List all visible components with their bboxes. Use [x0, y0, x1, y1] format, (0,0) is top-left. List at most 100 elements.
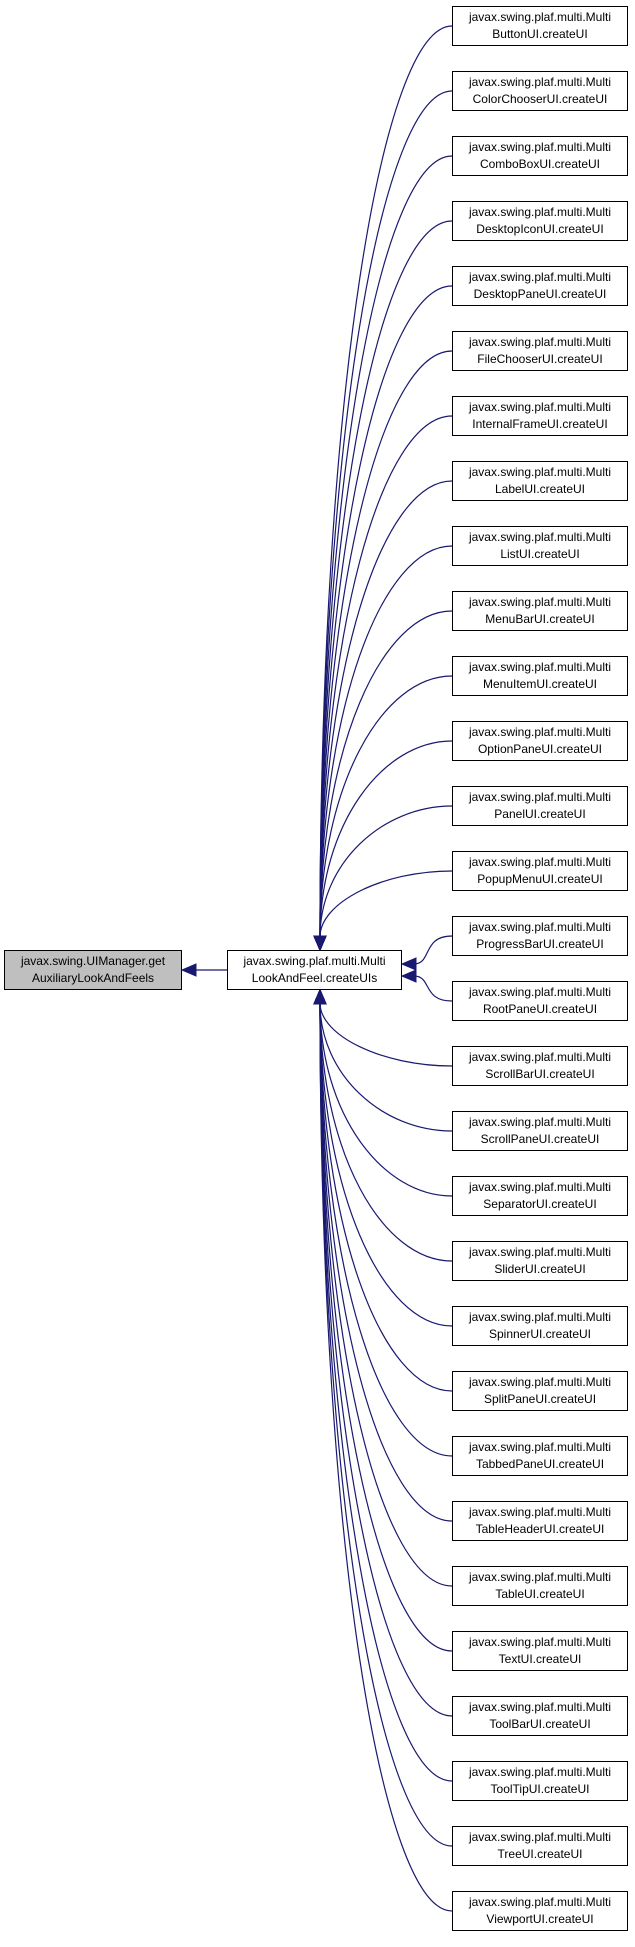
caller-node-line2: ComboBoxUI.createUI — [479, 157, 601, 171]
edge-caller-8-to-center — [319, 545, 453, 938]
caller-node-line2: FileChooserUI.createUI — [477, 352, 603, 366]
caller-node-line2: ToolBarUI.createUI — [489, 1717, 591, 1731]
caller-node-line2: ScrollPaneUI.createUI — [480, 1132, 600, 1146]
caller-node-line1: javax.swing.plaf.multi.Multi — [468, 400, 612, 414]
caller-node-line2: SpinnerUI.createUI — [488, 1327, 592, 1341]
caller-node-line2: ToolTipUI.createUI — [490, 1782, 590, 1796]
focus-node-line2: AuxiliaryLookAndFeels — [31, 971, 155, 985]
center-node-line2: LookAndFeel.createUIs — [251, 971, 378, 985]
edge-caller-29-arrowhead — [313, 988, 327, 1005]
edge-caller-9-to-center — [319, 610, 453, 938]
edge-caller-29-to-center — [319, 1002, 453, 1912]
focus-node-line1: javax.swing.UIManager.get — [20, 954, 166, 968]
edge-caller-3-to-center — [319, 220, 453, 938]
edge-center-to-focus-arrowhead — [180, 963, 197, 977]
caller-node-line2: InternalFrameUI.createUI — [472, 417, 608, 431]
edge-caller-20-to-center — [319, 1002, 453, 1327]
caller-node-line1: javax.swing.plaf.multi.Multi — [468, 1635, 612, 1649]
edge-caller-23-to-center — [319, 1002, 453, 1522]
edge-caller-13-to-center — [319, 870, 453, 938]
caller-node-line2: PanelUI.createUI — [494, 807, 586, 821]
edge-caller-15-to-center — [413, 975, 453, 1002]
caller-node-line1: javax.swing.plaf.multi.Multi — [468, 920, 612, 934]
center-node-multilookandfeel-createuis[interactable]: javax.swing.plaf.multi.Multi LookAndFeel… — [227, 950, 402, 990]
caller-node-line1: javax.swing.plaf.multi.Multi — [468, 1765, 612, 1779]
caller-node-line1: javax.swing.plaf.multi.Multi — [468, 660, 612, 674]
caller-node-line1: javax.swing.plaf.multi.Multi — [468, 1310, 612, 1324]
caller-node-line1: javax.swing.plaf.multi.Multi — [468, 1440, 612, 1454]
edge-caller-12-to-center — [319, 805, 453, 938]
caller-node-line2: LabelUI.createUI — [494, 482, 586, 496]
caller-node-line2: TreeUI.createUI — [497, 1847, 583, 1861]
caller-node-line2: SplitPaneUI.createUI — [483, 1392, 597, 1406]
edge-caller-18-to-center — [319, 1002, 453, 1197]
edge-caller-27-to-center — [319, 1002, 453, 1782]
edge-caller-17-to-center — [319, 1002, 453, 1132]
caller-node-line2: OptionPaneUI.createUI — [477, 742, 603, 756]
edge-caller-19-to-center — [319, 1002, 453, 1262]
caller-node-line2: SliderUI.createUI — [494, 1262, 586, 1276]
edge-caller-26-to-center — [319, 1002, 453, 1717]
caller-node-line2: DesktopIconUI.createUI — [476, 222, 604, 236]
caller-node-line1: javax.swing.plaf.multi.Multi — [468, 140, 612, 154]
caller-node-line1: javax.swing.plaf.multi.Multi — [468, 205, 612, 219]
caller-node-line1: javax.swing.plaf.multi.Multi — [468, 1570, 612, 1584]
caller-node-line1: javax.swing.plaf.multi.Multi — [468, 335, 612, 349]
caller-node-line1: javax.swing.plaf.multi.Multi — [468, 595, 612, 609]
caller-node-line1: javax.swing.plaf.multi.Multi — [468, 75, 612, 89]
focus-node-uimanager-getauxiliarylookandfeels: javax.swing.UIManager.get AuxiliaryLookA… — [4, 950, 182, 990]
caller-node-line2: SeparatorUI.createUI — [483, 1197, 597, 1211]
edge-caller-24-to-center — [319, 1002, 453, 1587]
caller-node-line2: TabbedPaneUI.createUI — [475, 1457, 605, 1471]
caller-node-line2: ScrollBarUI.createUI — [485, 1067, 595, 1081]
caller-node-line2: PopupMenuUI.createUI — [477, 872, 603, 886]
caller-node-line1: javax.swing.plaf.multi.Multi — [468, 790, 612, 804]
caller-node-line2: TextUI.createUI — [498, 1652, 582, 1666]
caller-node-line1: javax.swing.plaf.multi.Multi — [468, 1180, 612, 1194]
caller-node-line1: javax.swing.plaf.multi.Multi — [468, 1895, 612, 1909]
caller-node-line1: javax.swing.plaf.multi.Multi — [468, 1245, 612, 1259]
caller-node-line2: RootPaneUI.createUI — [482, 1002, 598, 1016]
caller-node-line2: ListUI.createUI — [500, 547, 580, 561]
caller-node-line1: javax.swing.plaf.multi.Multi — [468, 1830, 612, 1844]
caller-node-line1: javax.swing.plaf.multi.Multi — [468, 725, 612, 739]
edge-caller-22-to-center — [319, 1002, 453, 1457]
caller-node-line1: javax.swing.plaf.multi.Multi — [468, 1115, 612, 1129]
caller-node-line1: javax.swing.plaf.multi.Multi — [468, 1505, 612, 1519]
edge-caller-5-to-center — [319, 350, 453, 938]
caller-node-line2: ButtonUI.createUI — [492, 27, 588, 41]
caller-node-line2: MenuItemUI.createUI — [482, 677, 598, 691]
